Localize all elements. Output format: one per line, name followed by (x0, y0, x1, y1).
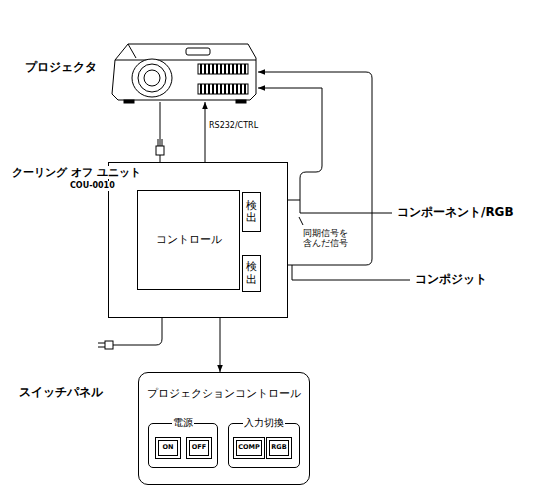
button-group: 電源ONOFF (148, 423, 218, 468)
projector-illustration (112, 44, 256, 103)
push-button: ON (155, 437, 181, 459)
detector-box: 検出 (242, 192, 261, 232)
heading-text: 入力切換 (243, 417, 285, 429)
box-text: ON (163, 444, 174, 452)
push-button: RGB (266, 437, 292, 459)
unit-housing: クーリング オフ ユニットCOU-0010コントロール検出検出 (108, 162, 288, 318)
heading-text: COU-0010 (69, 181, 116, 191)
power-plug (156, 139, 164, 155)
control-box: コントロール (137, 190, 240, 290)
box-text: RGB (271, 444, 286, 452)
heading-text: スイッチパネル (19, 385, 103, 399)
heading-text: プロジェクションコントロール (147, 387, 301, 400)
signal-label: コンポーネント/RGB (397, 205, 514, 219)
leader-line (299, 217, 303, 225)
edge-label: RS232/CTRL (209, 121, 258, 131)
box-text: 検出 (246, 200, 257, 224)
box-text: コントロール (156, 233, 222, 246)
detector-box: 検出 (242, 255, 261, 292)
push-button: OFF (186, 437, 212, 459)
heading-text: クーリング オフ ユニット (11, 166, 142, 179)
signal-label: 同期信号を 含んだ信号 (303, 228, 353, 249)
box-text: COMP (238, 444, 260, 452)
box-text: 検出 (246, 261, 257, 285)
heading-text: プロジェクタ (25, 60, 97, 74)
box-text: OFF (192, 444, 206, 452)
signal-label: コンポジット (415, 272, 487, 286)
projector: プロジェクタ (110, 40, 256, 102)
push-button: COMP (233, 437, 265, 459)
button-group: 入力切換COMPRGB (228, 423, 300, 468)
heading-text: 電源 (172, 417, 194, 429)
switch-panel: スイッチパネルプロジェクションコントロール電源ONOFF入力切換COMPRGB (138, 372, 310, 485)
